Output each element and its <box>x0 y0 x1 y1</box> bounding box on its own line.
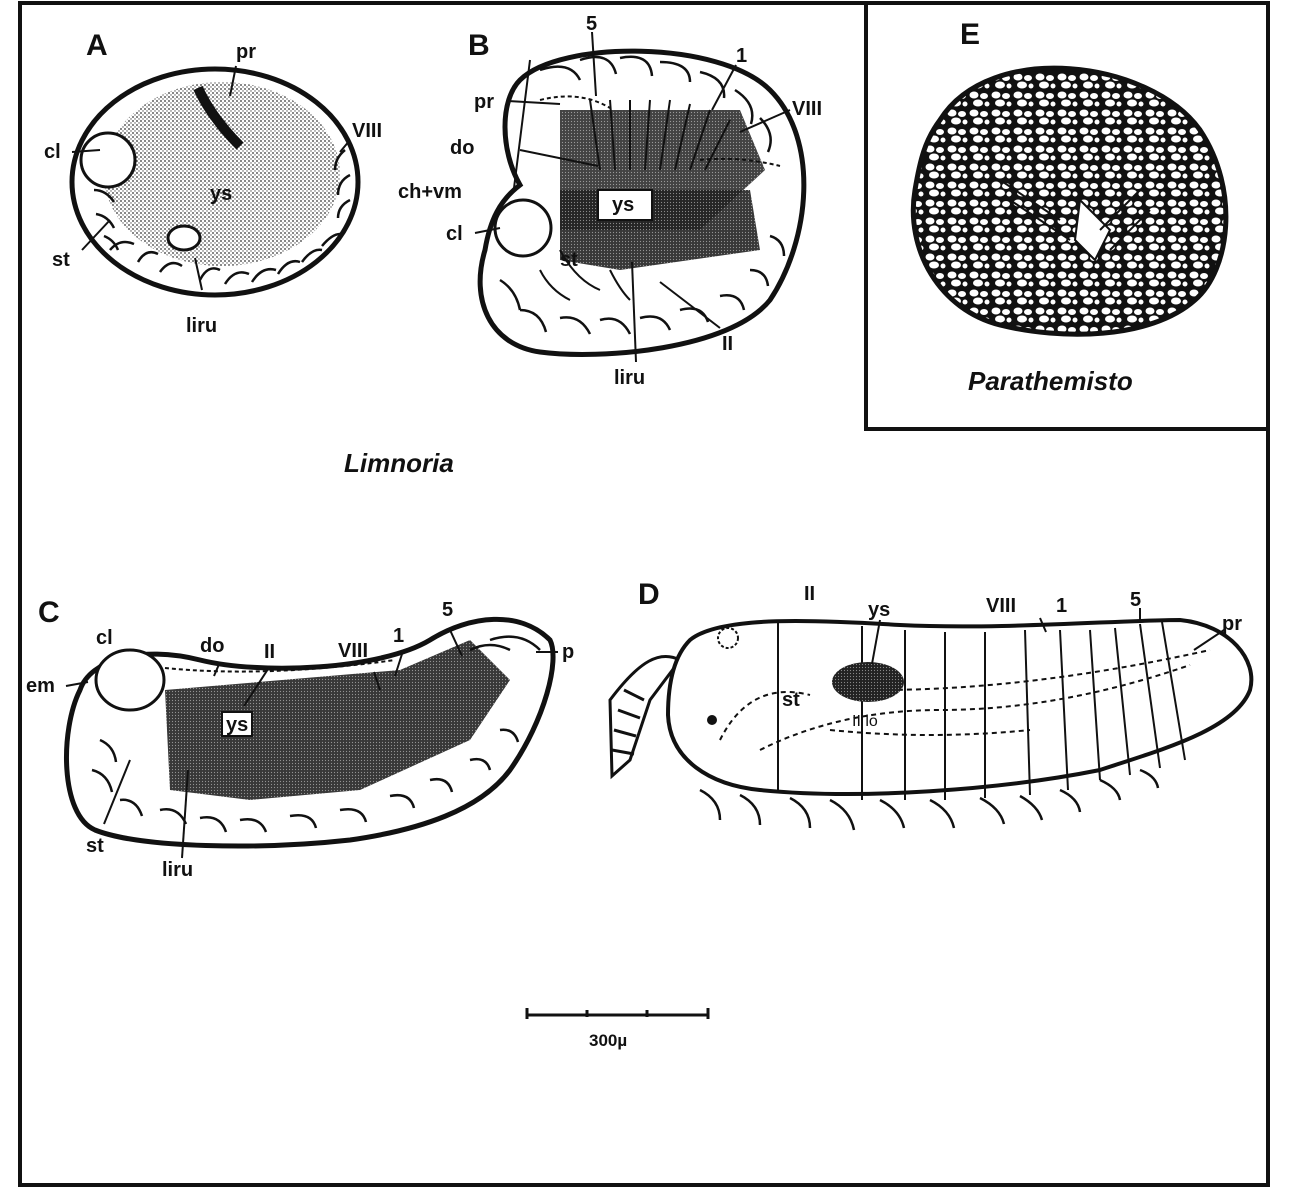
label-b-5: 5 <box>586 13 597 35</box>
label-c-em: em <box>26 675 55 697</box>
label-b-liru: liru <box>614 367 645 389</box>
label-d-pr: pr <box>1222 613 1242 635</box>
label-d-1: 1 <box>1056 595 1067 617</box>
label-d-st: st <box>782 689 800 711</box>
label-d-ys: ys <box>868 599 890 621</box>
panel-c-drawing <box>64 616 556 849</box>
panel-b-drawing <box>477 48 807 357</box>
label-c-st: st <box>86 835 104 857</box>
panel-c-label: C <box>38 596 60 629</box>
label-a-pr: pr <box>236 41 256 63</box>
scale-bar-label: 300µ <box>589 1031 627 1050</box>
label-a-liru: liru <box>186 315 217 337</box>
panel-b-label: B <box>468 29 490 62</box>
label-b-ys: ys <box>612 194 634 216</box>
label-c-ys: ys <box>226 714 248 736</box>
label-c-do: do <box>200 635 224 657</box>
label-b-st: st <box>560 249 578 271</box>
label-c-liru: liru <box>162 859 193 881</box>
panel-b-leaders <box>474 31 791 363</box>
panel-d-leaders <box>871 608 1225 665</box>
panel-e-label: E <box>960 18 980 51</box>
parathemisto-title: Parathemisto <box>968 366 1133 396</box>
panel-a-leaders <box>71 65 351 291</box>
label-b-pr: pr <box>474 91 494 113</box>
label-b-chvm: ch+vm <box>398 181 462 203</box>
label-b-viii: VIII <box>792 98 822 120</box>
label-c-viii: VIII <box>338 640 368 662</box>
label-c-cl: cl <box>96 627 113 649</box>
label-b-cl: cl <box>446 223 463 245</box>
panel-d-drawing <box>608 617 1254 831</box>
panel-a-label: A <box>86 29 108 62</box>
scale-bar <box>525 1008 710 1019</box>
label-d-iilo: II lo <box>852 713 878 730</box>
label-b-1: 1 <box>736 45 747 67</box>
label-c-5: 5 <box>442 599 453 621</box>
label-b-ii: II <box>722 333 733 355</box>
limnoria-title: Limnoria <box>344 448 454 478</box>
label-b-do: do <box>450 137 474 159</box>
label-c-1: 1 <box>393 625 404 647</box>
label-c-p: p <box>562 641 574 663</box>
label-d-5: 5 <box>1130 589 1141 611</box>
label-a-cl: cl <box>44 141 61 163</box>
label-a-viii: VIII <box>352 120 382 142</box>
panel-c-leaders <box>65 629 558 859</box>
label-d-ii: II <box>804 583 815 605</box>
label-a-ys: ys <box>210 183 232 205</box>
panel-a-drawing <box>69 66 361 298</box>
label-a-st: st <box>52 249 70 271</box>
figure-frame <box>18 1 1270 1187</box>
label-c-ii: II <box>264 641 275 663</box>
label-d-viii: VIII <box>986 595 1016 617</box>
panel-d-label: D <box>638 578 660 611</box>
panel-e-drawing <box>910 65 1229 337</box>
